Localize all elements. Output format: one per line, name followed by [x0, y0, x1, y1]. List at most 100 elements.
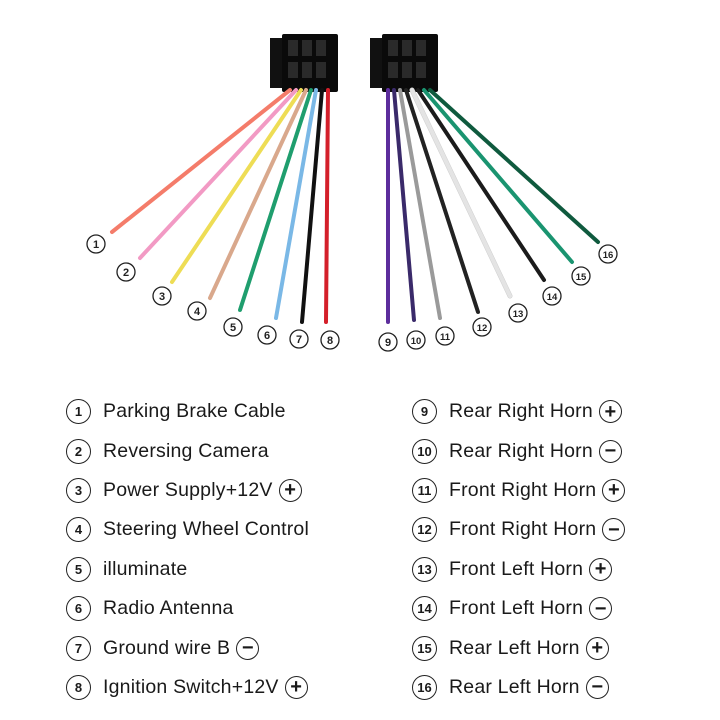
- minus-icon: −: [236, 636, 260, 660]
- legend-number: 14: [412, 596, 437, 622]
- wire-15: [422, 88, 574, 264]
- plus-icon: +: [598, 400, 622, 424]
- legend-number: 16: [412, 674, 437, 700]
- svg-text:7: 7: [296, 334, 302, 346]
- svg-text:5: 5: [230, 322, 236, 334]
- svg-text:10: 10: [411, 336, 422, 347]
- svg-text:2: 2: [123, 267, 129, 279]
- legend-number: 11: [412, 477, 437, 503]
- wire-5: [238, 88, 313, 312]
- legend-number: 7: [66, 635, 91, 661]
- legend-label: Power Supply+12V: [103, 478, 273, 501]
- wire-12: [404, 88, 480, 314]
- wire-14: [416, 88, 546, 282]
- wire-number-14: 14: [542, 286, 562, 306]
- wire-7: [300, 88, 324, 324]
- wire-number-13: 13: [508, 303, 528, 323]
- svg-text:16: 16: [603, 250, 614, 261]
- legend-number: 4: [66, 517, 91, 543]
- legend-label: Front Left Horn: [449, 557, 584, 580]
- wire-16: [428, 88, 600, 244]
- legend-number: 9: [412, 399, 437, 425]
- legend-item-15: 15 Rear Left Horn+: [412, 628, 712, 667]
- legend-label: Front Right Horn: [449, 478, 597, 501]
- legend-label: Reversing Camera: [103, 439, 269, 462]
- legend-number: 13: [412, 556, 437, 582]
- plus-icon: +: [284, 675, 308, 699]
- wire-number-2: 2: [116, 262, 136, 282]
- right-connector: [370, 34, 438, 92]
- wire-number-9: 9: [378, 332, 398, 352]
- wire-number-4: 4: [187, 301, 207, 321]
- legend-number: 15: [412, 635, 437, 661]
- wire-13: [410, 88, 512, 298]
- wire-number-1: 1: [86, 234, 106, 254]
- legend-number: 8: [66, 674, 91, 700]
- legend-number: 6: [66, 596, 91, 622]
- legend-item-6: 6 Radio Antenna: [66, 589, 406, 628]
- legend-label: Rear Right Horn: [449, 400, 593, 423]
- wire-11: [398, 88, 442, 320]
- wire-number-15: 15: [571, 266, 591, 286]
- wire-number-10: 10: [406, 330, 426, 350]
- svg-text:3: 3: [159, 291, 165, 303]
- wire-4: [208, 88, 308, 300]
- svg-text:9: 9: [385, 337, 391, 349]
- legend-number: 3: [66, 477, 91, 503]
- left-connector: [270, 34, 338, 92]
- legend-item-3: 3 Power Supply+12V+: [66, 471, 406, 510]
- svg-text:6: 6: [264, 330, 270, 342]
- legend-label: Steering Wheel Control: [103, 518, 309, 541]
- legend-item-2: 2 Reversing Camera: [66, 431, 406, 470]
- legend-label: Radio Antenna: [103, 597, 234, 620]
- wire-8: [324, 88, 330, 324]
- legend-number: 5: [66, 556, 91, 582]
- plus-icon: +: [602, 478, 626, 502]
- wire-number-16: 16: [598, 244, 618, 264]
- legend-item-9: 9 Rear Right Horn+: [412, 392, 712, 431]
- legend-label: Front Right Horn: [449, 518, 597, 541]
- svg-text:13: 13: [513, 309, 524, 320]
- legend-number: 2: [66, 438, 91, 464]
- legend-label: Rear Left Horn: [449, 636, 580, 659]
- legend-label: Ignition Switch+12V: [103, 675, 279, 698]
- minus-icon: −: [598, 439, 622, 463]
- legend-item-14: 14 Front Left Horn−: [412, 589, 712, 628]
- svg-text:14: 14: [547, 292, 558, 303]
- legend-label: Parking Brake Cable: [103, 400, 286, 423]
- minus-icon: −: [589, 597, 613, 621]
- legend-number: 1: [66, 399, 91, 425]
- plus-icon: +: [585, 636, 609, 660]
- wire-number-3: 3: [152, 286, 172, 306]
- svg-text:4: 4: [194, 306, 201, 318]
- wire-number-12: 12: [472, 317, 492, 337]
- legend-item-7: 7 Ground wire B−: [66, 628, 406, 667]
- svg-text:15: 15: [576, 272, 587, 283]
- wire-2: [138, 88, 298, 260]
- wire-1: [110, 88, 292, 234]
- legend-item-11: 11 Front Right Horn+: [412, 471, 712, 510]
- svg-text:1: 1: [93, 239, 99, 251]
- wire-number-8: 8: [320, 330, 340, 350]
- wire-3: [170, 88, 303, 284]
- wire-number-11: 11: [435, 326, 455, 346]
- svg-text:12: 12: [477, 323, 488, 334]
- legend-label: illuminate: [103, 557, 188, 580]
- legend-item-1: 1 Parking Brake Cable: [66, 392, 406, 431]
- wire-10: [392, 88, 416, 322]
- wire-number-7: 7: [289, 329, 309, 349]
- legend-label: Front Left Horn: [449, 597, 584, 620]
- legend-label: Ground wire B: [103, 636, 231, 659]
- legend-label: Rear Right Horn: [449, 439, 593, 462]
- wire-number-6: 6: [257, 325, 277, 345]
- plus-icon: +: [278, 478, 302, 502]
- legend-item-4: 4 Steering Wheel Control: [66, 510, 406, 549]
- svg-text:8: 8: [327, 335, 333, 347]
- legend-item-5: 5 illuminate: [66, 550, 406, 589]
- legend-number: 12: [412, 517, 437, 543]
